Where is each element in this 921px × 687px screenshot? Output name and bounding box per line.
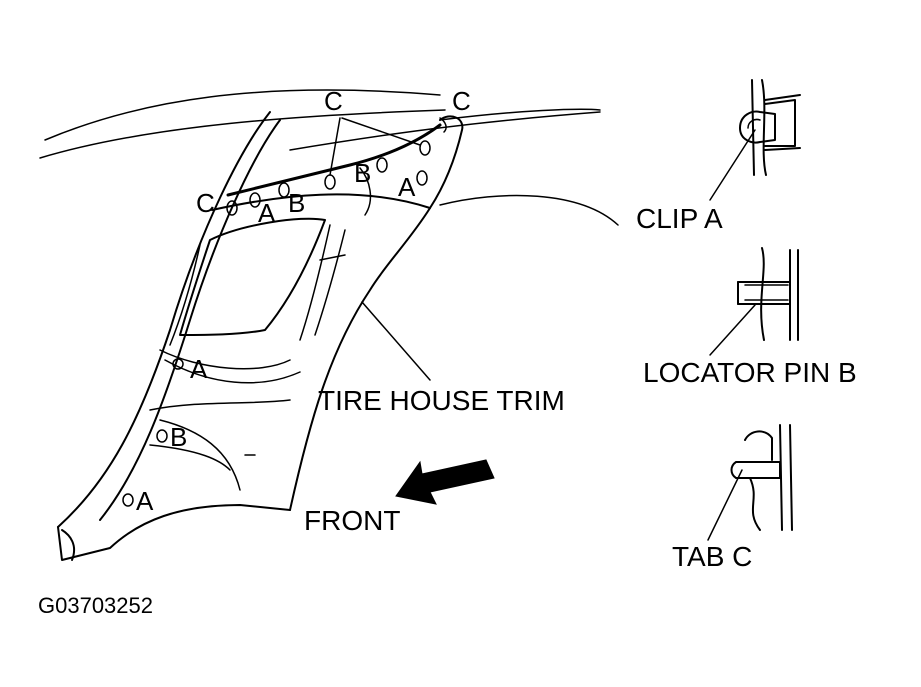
front-arrow-icon	[395, 459, 495, 505]
label-a-bottom: A	[136, 486, 154, 516]
body-outline	[39, 89, 601, 159]
locator-pin-b-detail	[709, 247, 799, 356]
quarter-trim-panel	[57, 111, 464, 561]
label-c-left: C	[196, 188, 215, 218]
clip-a-label: CLIP A	[636, 203, 723, 234]
tire-house-trim-label: TIRE HOUSE TRIM	[318, 385, 565, 416]
tab-c-detail	[707, 424, 793, 541]
leader-lines	[329, 117, 619, 381]
front-label: FRONT	[304, 505, 400, 536]
figure-code: G03703252	[38, 593, 153, 618]
fastener-holes	[122, 117, 447, 507]
label-a-mid: A	[190, 354, 208, 384]
label-a-top-right: A	[398, 172, 416, 202]
label-a-top: A	[258, 198, 276, 228]
label-c-top: C	[324, 86, 343, 116]
label-c-right: C	[452, 86, 471, 116]
label-b-top-left: B	[288, 188, 305, 218]
clip-a-detail	[709, 79, 801, 201]
label-b-lower: B	[170, 422, 187, 452]
locator-pin-b-label: LOCATOR PIN B	[643, 357, 857, 388]
tab-c-label: TAB C	[672, 541, 752, 572]
label-b-top-right: B	[354, 158, 371, 188]
